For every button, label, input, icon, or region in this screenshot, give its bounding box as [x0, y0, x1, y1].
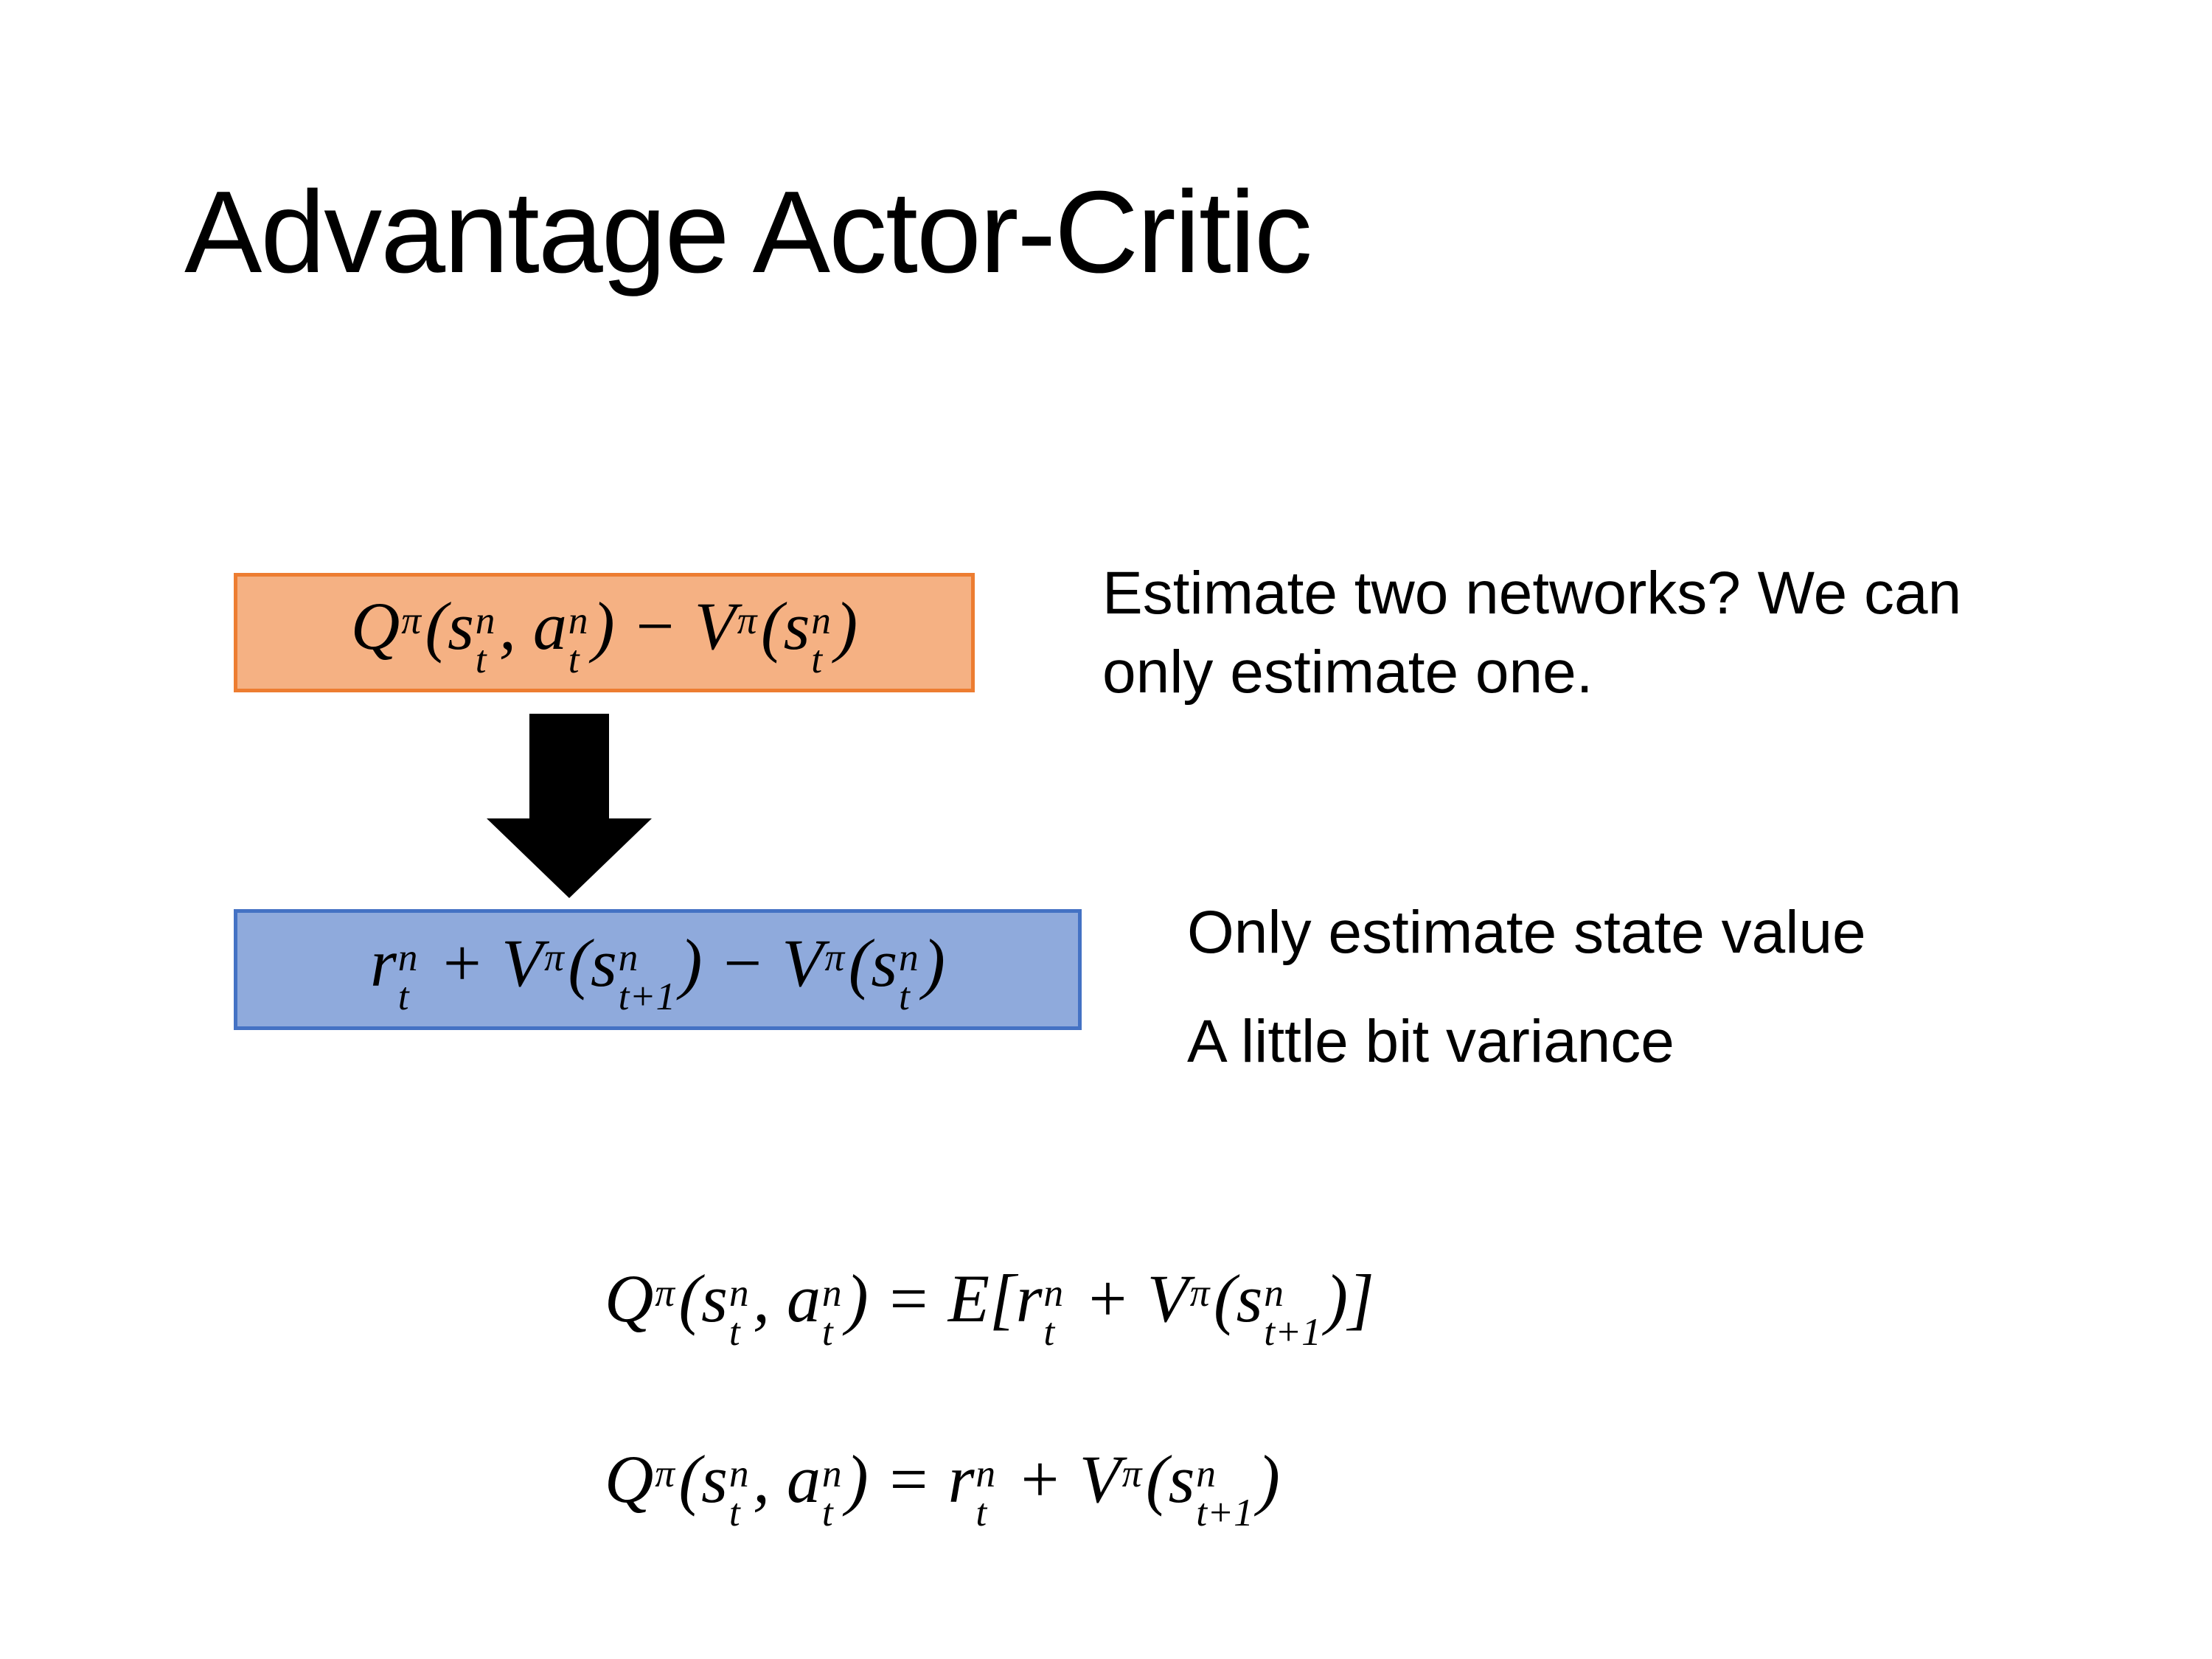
down-arrow-head	[487, 818, 652, 898]
note-only-estimate-state-value: Only estimate state value	[1187, 899, 1866, 966]
slide-title: Advantage Actor-Critic	[184, 167, 1312, 297]
note-little-variance: A little bit variance	[1187, 1008, 1674, 1075]
down-arrow-icon	[487, 714, 652, 898]
note-estimate-two-networks: Estimate two networks? We can only estim…	[1102, 560, 1962, 706]
down-arrow-stem	[529, 714, 609, 818]
